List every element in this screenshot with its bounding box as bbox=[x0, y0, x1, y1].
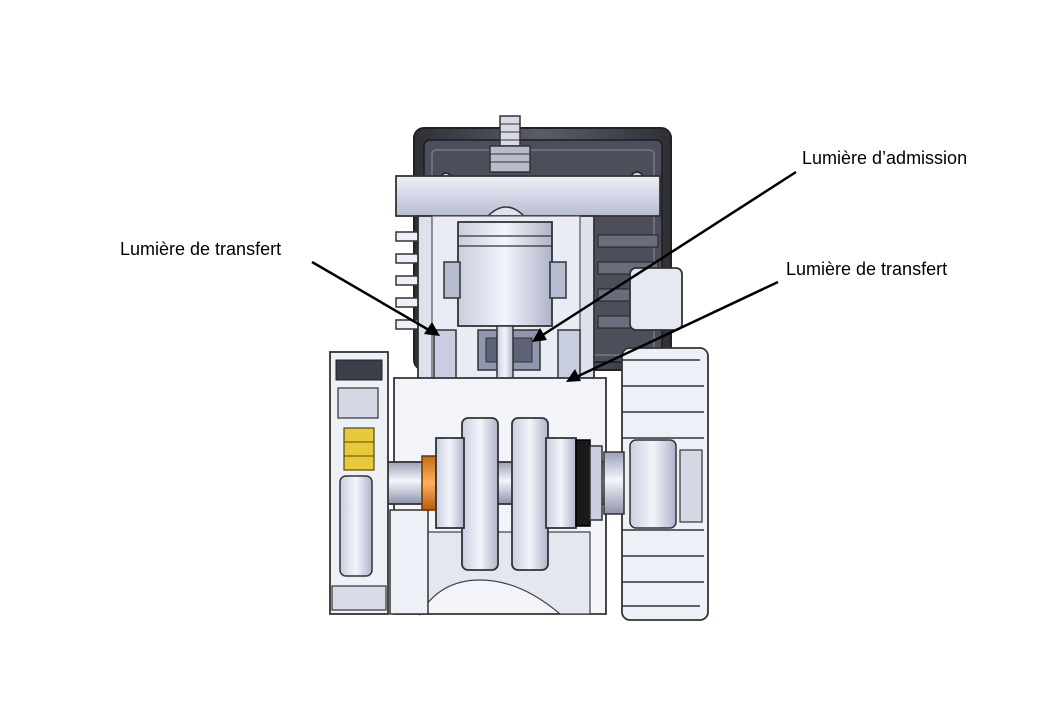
arrow-transfert-left bbox=[311, 260, 435, 335]
label-lumiere-transfert-left: Lumière de transfert bbox=[120, 239, 282, 259]
arrowhead-transfert-left bbox=[424, 322, 440, 336]
arrowhead-transfert-right bbox=[566, 369, 581, 382]
label-lumiere-admission: Lumière d’admission bbox=[802, 148, 968, 168]
leader-arrows bbox=[311, 170, 797, 382]
head-side-boss bbox=[629, 267, 683, 331]
arrowhead-admission bbox=[532, 328, 547, 342]
arrow-admission bbox=[537, 170, 797, 340]
label-lumiere-transfert-right: Lumière de transfert bbox=[786, 259, 948, 279]
top-plate bbox=[395, 175, 661, 217]
arrow-transfert-right bbox=[571, 280, 779, 381]
crankshaft bbox=[367, 417, 639, 571]
right-flywheel bbox=[603, 347, 709, 621]
spark-plug bbox=[489, 115, 531, 173]
piston bbox=[443, 221, 567, 327]
left-flywheel bbox=[329, 351, 389, 615]
